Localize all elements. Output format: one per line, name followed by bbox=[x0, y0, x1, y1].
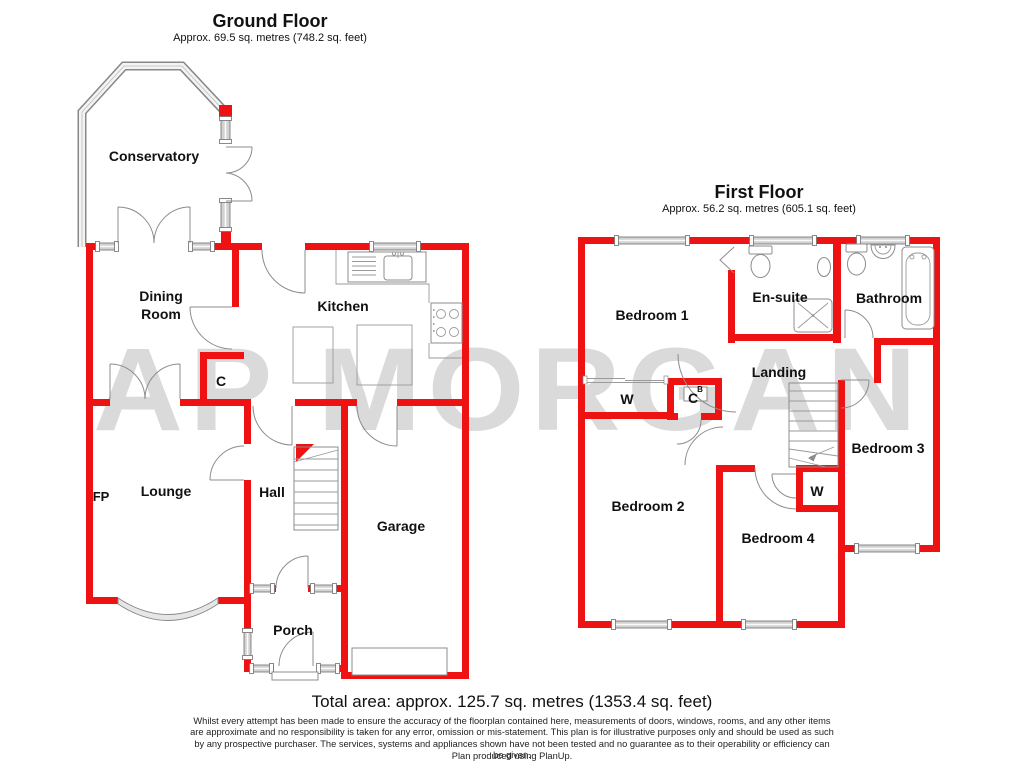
ground-floor-title: Ground Floor bbox=[212, 11, 328, 31]
bath bbox=[901, 246, 935, 330]
ground-floor-plan: Conservatory Dining Room Kitchen C Loung… bbox=[77, 61, 469, 681]
room-label-conservatory: Conservatory bbox=[109, 148, 199, 164]
wardrobe-front bbox=[582, 375, 669, 385]
disclaimer-text: Whilst every attempt has been made to en… bbox=[190, 716, 834, 760]
room-label-fireplace: FP bbox=[93, 489, 110, 504]
room-label-dining-1: Dining bbox=[139, 288, 183, 304]
room-label-landing: Landing bbox=[752, 364, 806, 380]
first-floor-stairs bbox=[788, 382, 839, 468]
ground-floor-subtitle: Approx. 69.5 sq. metres (748.2 sq. feet) bbox=[173, 32, 367, 44]
ensuite-sink bbox=[817, 257, 831, 277]
first-floor-subtitle: Approx. 56.2 sq. metres (605.1 sq. feet) bbox=[662, 203, 856, 215]
first-floor-title: First Floor bbox=[714, 182, 804, 202]
room-label-boiler: B bbox=[697, 385, 703, 394]
ensuite-toilet bbox=[748, 245, 773, 278]
room-label-wardrobe1: W bbox=[620, 391, 634, 407]
ground-floor-stairs bbox=[293, 446, 339, 531]
room-label-bedroom1: Bedroom 1 bbox=[615, 307, 688, 323]
total-area-text: Total area: approx. 125.7 sq. metres (13… bbox=[311, 692, 713, 711]
ground-floor-doors bbox=[109, 146, 398, 667]
room-label-bedroom3: Bedroom 3 bbox=[851, 440, 924, 456]
room-label-cupboard-ff: C bbox=[688, 390, 698, 406]
room-label-garage: Garage bbox=[377, 518, 425, 534]
bathroom-toilet bbox=[845, 243, 868, 276]
boiler-box bbox=[683, 386, 708, 402]
garage-door bbox=[351, 647, 448, 676]
room-label-dining-2: Room bbox=[141, 306, 181, 322]
first-floor-windows bbox=[611, 235, 920, 630]
watermark-text: AP MORGAN bbox=[93, 324, 923, 456]
hob bbox=[430, 302, 463, 344]
plan-credit-text: Plan produced using PlanUp. bbox=[451, 751, 573, 761]
room-label-wardrobe2: W bbox=[810, 483, 824, 499]
shower bbox=[793, 298, 833, 333]
room-label-lounge: Lounge bbox=[141, 483, 192, 499]
room-label-bedroom2: Bedroom 2 bbox=[611, 498, 684, 514]
room-label-porch: Porch bbox=[273, 622, 313, 638]
conservatory-glazing bbox=[77, 61, 231, 247]
first-floor-plan: Bedroom 1 En-suite Bathroom Landing W C … bbox=[578, 235, 940, 630]
room-label-ensuite: En-suite bbox=[752, 289, 807, 305]
room-label-kitchen: Kitchen bbox=[317, 298, 368, 314]
room-label-hall: Hall bbox=[259, 484, 285, 500]
bay-window bbox=[117, 597, 219, 621]
room-label-bathroom: Bathroom bbox=[856, 290, 922, 306]
room-label-bedroom4: Bedroom 4 bbox=[741, 530, 814, 546]
porch-step bbox=[271, 671, 319, 681]
bathroom-sink bbox=[870, 244, 896, 259]
kitchen-sink bbox=[347, 251, 427, 283]
ground-floor-windows bbox=[95, 116, 421, 674]
room-label-cupboard-gf: C bbox=[216, 373, 226, 389]
kitchen-counter bbox=[292, 250, 462, 386]
first-floor-doors bbox=[676, 246, 874, 510]
